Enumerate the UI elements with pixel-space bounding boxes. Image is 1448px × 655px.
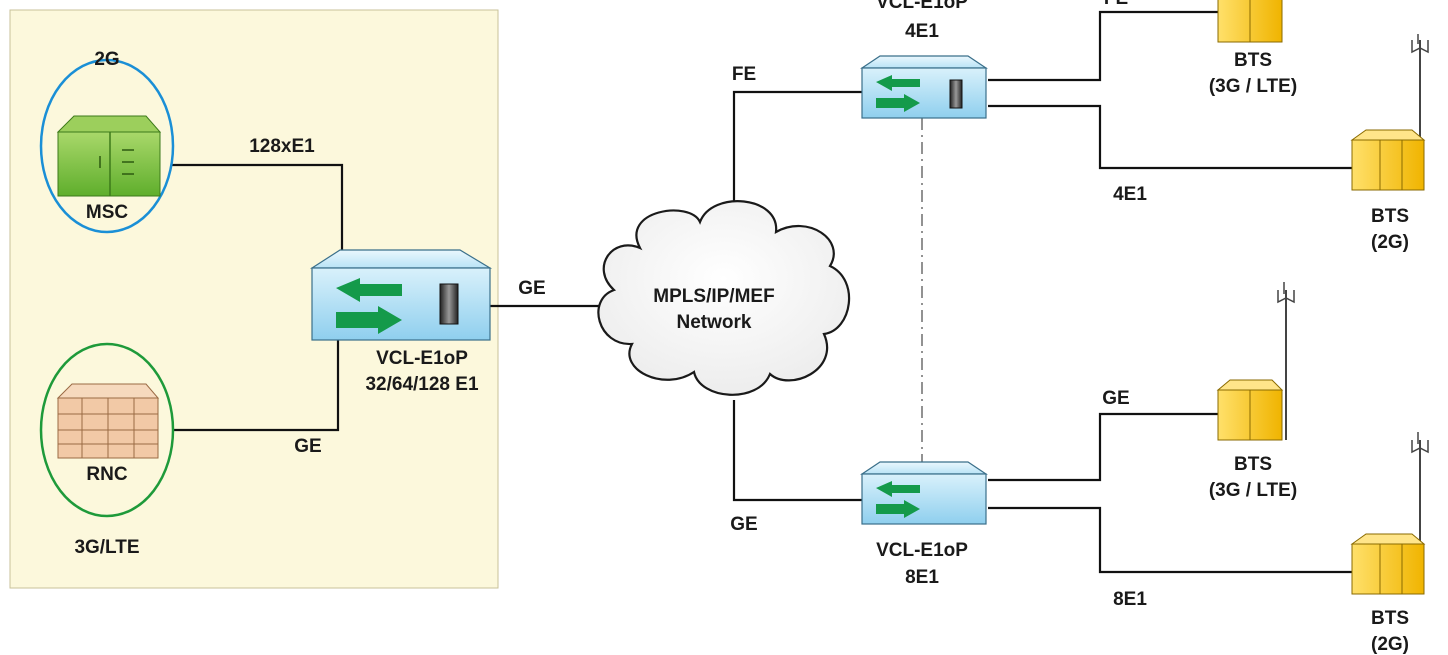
bts4-name: BTS bbox=[1371, 608, 1409, 629]
port-icon bbox=[439, 283, 459, 325]
left-arrow-icon bbox=[876, 75, 920, 91]
label-ge-bts: GE bbox=[1102, 388, 1129, 409]
line-top-bts2 bbox=[988, 104, 1352, 170]
cloud-icon bbox=[597, 200, 851, 396]
label-ge-bottom: GE bbox=[730, 514, 757, 535]
bts2-name: BTS bbox=[1371, 206, 1409, 227]
label-8e1: 8E1 bbox=[1113, 589, 1147, 610]
cloud-label-line2: Network bbox=[677, 312, 752, 333]
bottom-device-name: VCL-E1oP bbox=[876, 540, 968, 561]
bts2-type: (2G) bbox=[1371, 232, 1409, 253]
bts-icon bbox=[1350, 432, 1429, 595]
bts-icon bbox=[1217, 0, 1283, 43]
ring-2g bbox=[39, 58, 175, 234]
label-2g: 2G bbox=[94, 49, 119, 70]
bts3-type: (3G / LTE) bbox=[1209, 480, 1297, 501]
bottom-device-capacity: 8E1 bbox=[905, 567, 939, 588]
right-arrow-icon bbox=[876, 500, 920, 518]
bts3-name: BTS bbox=[1234, 454, 1272, 475]
label-3g-lte: 3G/LTE bbox=[74, 537, 139, 558]
left-arrow-icon bbox=[876, 481, 920, 497]
right-arrow-icon bbox=[336, 306, 402, 334]
bts4-type: (2G) bbox=[1371, 634, 1409, 655]
connection-lines bbox=[172, 10, 1352, 574]
msc-icon bbox=[56, 115, 162, 197]
top-remote-device bbox=[860, 55, 988, 119]
label-fe-partial: FE bbox=[1104, 0, 1128, 9]
bottom-remote-device bbox=[860, 461, 988, 525]
line-cloud-bottom-device bbox=[732, 400, 862, 502]
cloud-label-line1: MPLS/IP/MEF bbox=[653, 286, 774, 307]
label-fe-top: FE bbox=[732, 64, 756, 85]
left-arrow-icon bbox=[336, 278, 402, 302]
line-msc-central bbox=[172, 163, 344, 255]
line-bottom-bts3 bbox=[988, 412, 1218, 482]
rnc-icon bbox=[56, 383, 160, 459]
label-ge-central: GE bbox=[518, 278, 545, 299]
top-device-name: VCL-E1oP bbox=[876, 0, 968, 13]
central-device bbox=[309, 249, 493, 341]
label-4e1: 4E1 bbox=[1113, 184, 1147, 205]
label-ge-rnc: GE bbox=[294, 436, 321, 457]
top-device-capacity: 4E1 bbox=[905, 21, 939, 42]
bts1-name: BTS bbox=[1234, 50, 1272, 71]
central-device-name: VCL-E1oP bbox=[376, 348, 468, 369]
line-rnc-central bbox=[172, 330, 340, 432]
central-device-capacity: 32/64/128 E1 bbox=[365, 374, 478, 395]
bts-icon bbox=[1216, 282, 1295, 441]
ring-3g-lte bbox=[39, 342, 175, 518]
bts1-type: (3G / LTE) bbox=[1209, 76, 1297, 97]
right-arrow-icon bbox=[876, 94, 920, 112]
line-top-bts1 bbox=[988, 10, 1218, 82]
label-128xe1: 128xE1 bbox=[249, 136, 315, 157]
line-bottom-bts4 bbox=[988, 506, 1352, 574]
label-rnc: RNC bbox=[86, 464, 127, 485]
line-cloud-top-device bbox=[732, 90, 862, 212]
label-msc: MSC bbox=[86, 202, 129, 223]
bts-icon bbox=[1350, 34, 1429, 191]
port-icon bbox=[949, 79, 963, 109]
